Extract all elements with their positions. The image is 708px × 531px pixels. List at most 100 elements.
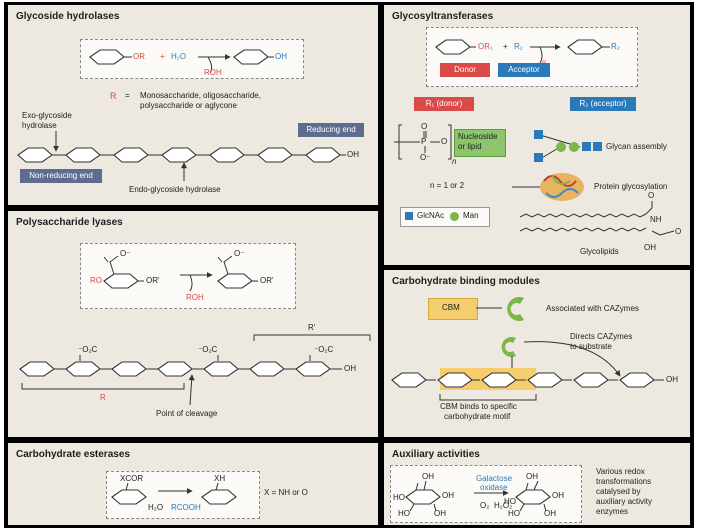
roh-label: ROH xyxy=(186,293,204,302)
plus-sign: + xyxy=(160,52,165,61)
panel-auxiliary-activities: Auxiliary activities OH HO HO OH OH Gala… xyxy=(384,443,690,525)
gh-reaction-diagram xyxy=(89,49,274,74)
r-definition-line2: polysaccharide or aglycone xyxy=(140,101,237,110)
exo-label-line1: Exo-glycoside xyxy=(22,111,72,120)
ce-reaction-diagram xyxy=(111,482,237,505)
aa-description-line1: Various redox xyxy=(596,467,645,476)
r-letter: R xyxy=(110,91,117,101)
directs-line1: Directs CAZymes xyxy=(570,332,633,341)
water-label: H₂O xyxy=(148,503,164,512)
nucleoside-line2: or lipid xyxy=(458,142,482,151)
aa-description-line3: catalysed by xyxy=(596,487,641,496)
aa-oh-top-2: OH xyxy=(526,472,538,481)
protein-glycosylation-label: Protein glycosylation xyxy=(594,182,668,191)
o2c-label-3: ⁻O₂C xyxy=(314,345,334,354)
water-label: H₂O xyxy=(171,52,187,61)
point-of-cleavage-label: Point of cleavage xyxy=(156,409,218,418)
glcnac-square-icon xyxy=(405,212,413,220)
aa-description-line4: auxiliary activity xyxy=(596,497,653,506)
panel-carbohydrate-esterases: Carbohydrate esterases XCOR XH H₂O RCOOH… xyxy=(8,443,378,525)
endo-label: Endo-glycoside hydrolase xyxy=(129,185,221,194)
glycolipid-oh-label: OH xyxy=(644,243,656,252)
aa-reaction-diagram xyxy=(405,480,551,512)
x-definition-label: X = NH or O xyxy=(264,488,308,497)
binds-line1: CBM binds to specific xyxy=(440,402,517,411)
or-prime-label: OR' xyxy=(146,276,160,285)
panel-title: Polysaccharide lyases xyxy=(16,217,123,228)
glycolipid-nh-label: NH xyxy=(650,215,662,224)
nucleoside-box xyxy=(454,129,506,157)
gt-reaction-box xyxy=(426,27,638,87)
rcooh-label: RCOOH xyxy=(171,503,201,512)
roh-label: ROH xyxy=(204,68,222,77)
o2c-label-2: ⁻O₂C xyxy=(198,345,218,354)
xh-label: XH xyxy=(214,474,226,483)
ro-label: RO xyxy=(90,276,102,285)
aa-ho-left-2: HO xyxy=(504,497,516,506)
reducing-end-tag: Reducing end xyxy=(298,123,364,137)
cazyme-pacman-icon-small xyxy=(501,337,516,357)
phosphate-p: P xyxy=(421,137,427,146)
r2-product-label: R₂ xyxy=(611,42,620,51)
aa-oh-right-1: OH xyxy=(442,491,454,500)
phosphate-o-top: O xyxy=(421,122,428,131)
r-prime-label: R' xyxy=(308,323,316,332)
cbm-diagram xyxy=(391,297,664,401)
aa-oh-right-2: OH xyxy=(552,491,564,500)
aa-oh-bottom-2: OH xyxy=(544,509,556,518)
aa-oh-top-1: OH xyxy=(422,472,434,481)
cazyme-pacman-icon xyxy=(507,297,524,321)
panel-title: Glycosyltransferases xyxy=(392,11,494,22)
aa-ho-bottom-2: HO xyxy=(508,509,520,518)
glcnac-label: GlcNAc xyxy=(417,211,445,220)
panel-glycoside-hydrolases: Glycoside hydrolases OR + H₂O ROH OH R =… xyxy=(8,5,378,205)
exo-label-line2: hydrolase xyxy=(22,121,57,130)
aa-oh-bottom-1: OH xyxy=(434,509,446,518)
panel-title: Carbohydrate binding modules xyxy=(392,276,540,287)
phosphate-o-right: O xyxy=(441,137,448,146)
panel-title: Auxiliary activities xyxy=(392,449,480,460)
chain-oh-label: OH xyxy=(666,375,678,384)
n-value-label: n = 1 or 2 xyxy=(430,181,465,190)
carboxylate-label: O⁻ xyxy=(120,249,131,258)
man-circle-icon xyxy=(450,212,459,221)
acceptor-tag: Acceptor xyxy=(498,63,550,77)
oh-label: OH xyxy=(275,52,287,61)
glycan-assembly-icon xyxy=(534,130,602,162)
panel-title: Glycoside hydrolases xyxy=(16,11,120,22)
pl-reaction-diagram xyxy=(103,255,258,292)
aa-ho-bottom-1: HO xyxy=(398,509,410,518)
o2c-label-1: ⁻O₂C xyxy=(78,345,98,354)
cbm-box xyxy=(428,298,478,320)
glycolipids-label: Glycolipids xyxy=(580,247,619,256)
or-prime-product-label: OR' xyxy=(260,276,274,285)
o2-label: O₂ xyxy=(480,501,490,510)
aa-ho-left-1: HO xyxy=(393,493,405,502)
protein-glycosylation-icon xyxy=(512,173,584,201)
aa-description-line5: enzymes xyxy=(596,507,629,516)
chain-oh-label: OH xyxy=(347,150,359,159)
or1-label: OR₁ xyxy=(478,42,493,51)
aa-description-line2: transformations xyxy=(596,477,652,486)
xcor-label: XCOR xyxy=(120,474,144,483)
r-definition-line1: Monosaccharide, oligosaccharide, xyxy=(140,91,261,100)
phosphate-n: n xyxy=(452,157,457,166)
binds-line2: carbohydrate motif xyxy=(444,412,511,421)
h2o2-label: H₂O₂ xyxy=(494,501,513,510)
legend-box xyxy=(400,207,490,227)
galactose-line1: Galactose xyxy=(476,474,513,483)
galactose-line2: oxidase xyxy=(480,483,508,492)
associated-label: Associated with CAZymes xyxy=(546,304,639,313)
r1-donor-tag: R₁ (donor) xyxy=(414,97,474,111)
cbm-box-label: CBM xyxy=(442,303,460,312)
phosphate-bracket xyxy=(394,124,452,160)
panel-glycosyltransferases: Glycosyltransferases OR₁ + R₂ R₁ R₂ Dono… xyxy=(384,5,690,265)
man-label: Man xyxy=(463,211,479,220)
panel-title: Carbohydrate esterases xyxy=(16,449,130,460)
glycolipid-o-label: O xyxy=(648,191,655,200)
donor-tag: Donor xyxy=(440,63,490,77)
nucleoside-line1: Nucleoside xyxy=(458,132,498,141)
plus-sign: + xyxy=(503,42,508,51)
gh-chain-diagram xyxy=(17,131,346,181)
glycolipid-o2-label: O xyxy=(675,227,682,236)
